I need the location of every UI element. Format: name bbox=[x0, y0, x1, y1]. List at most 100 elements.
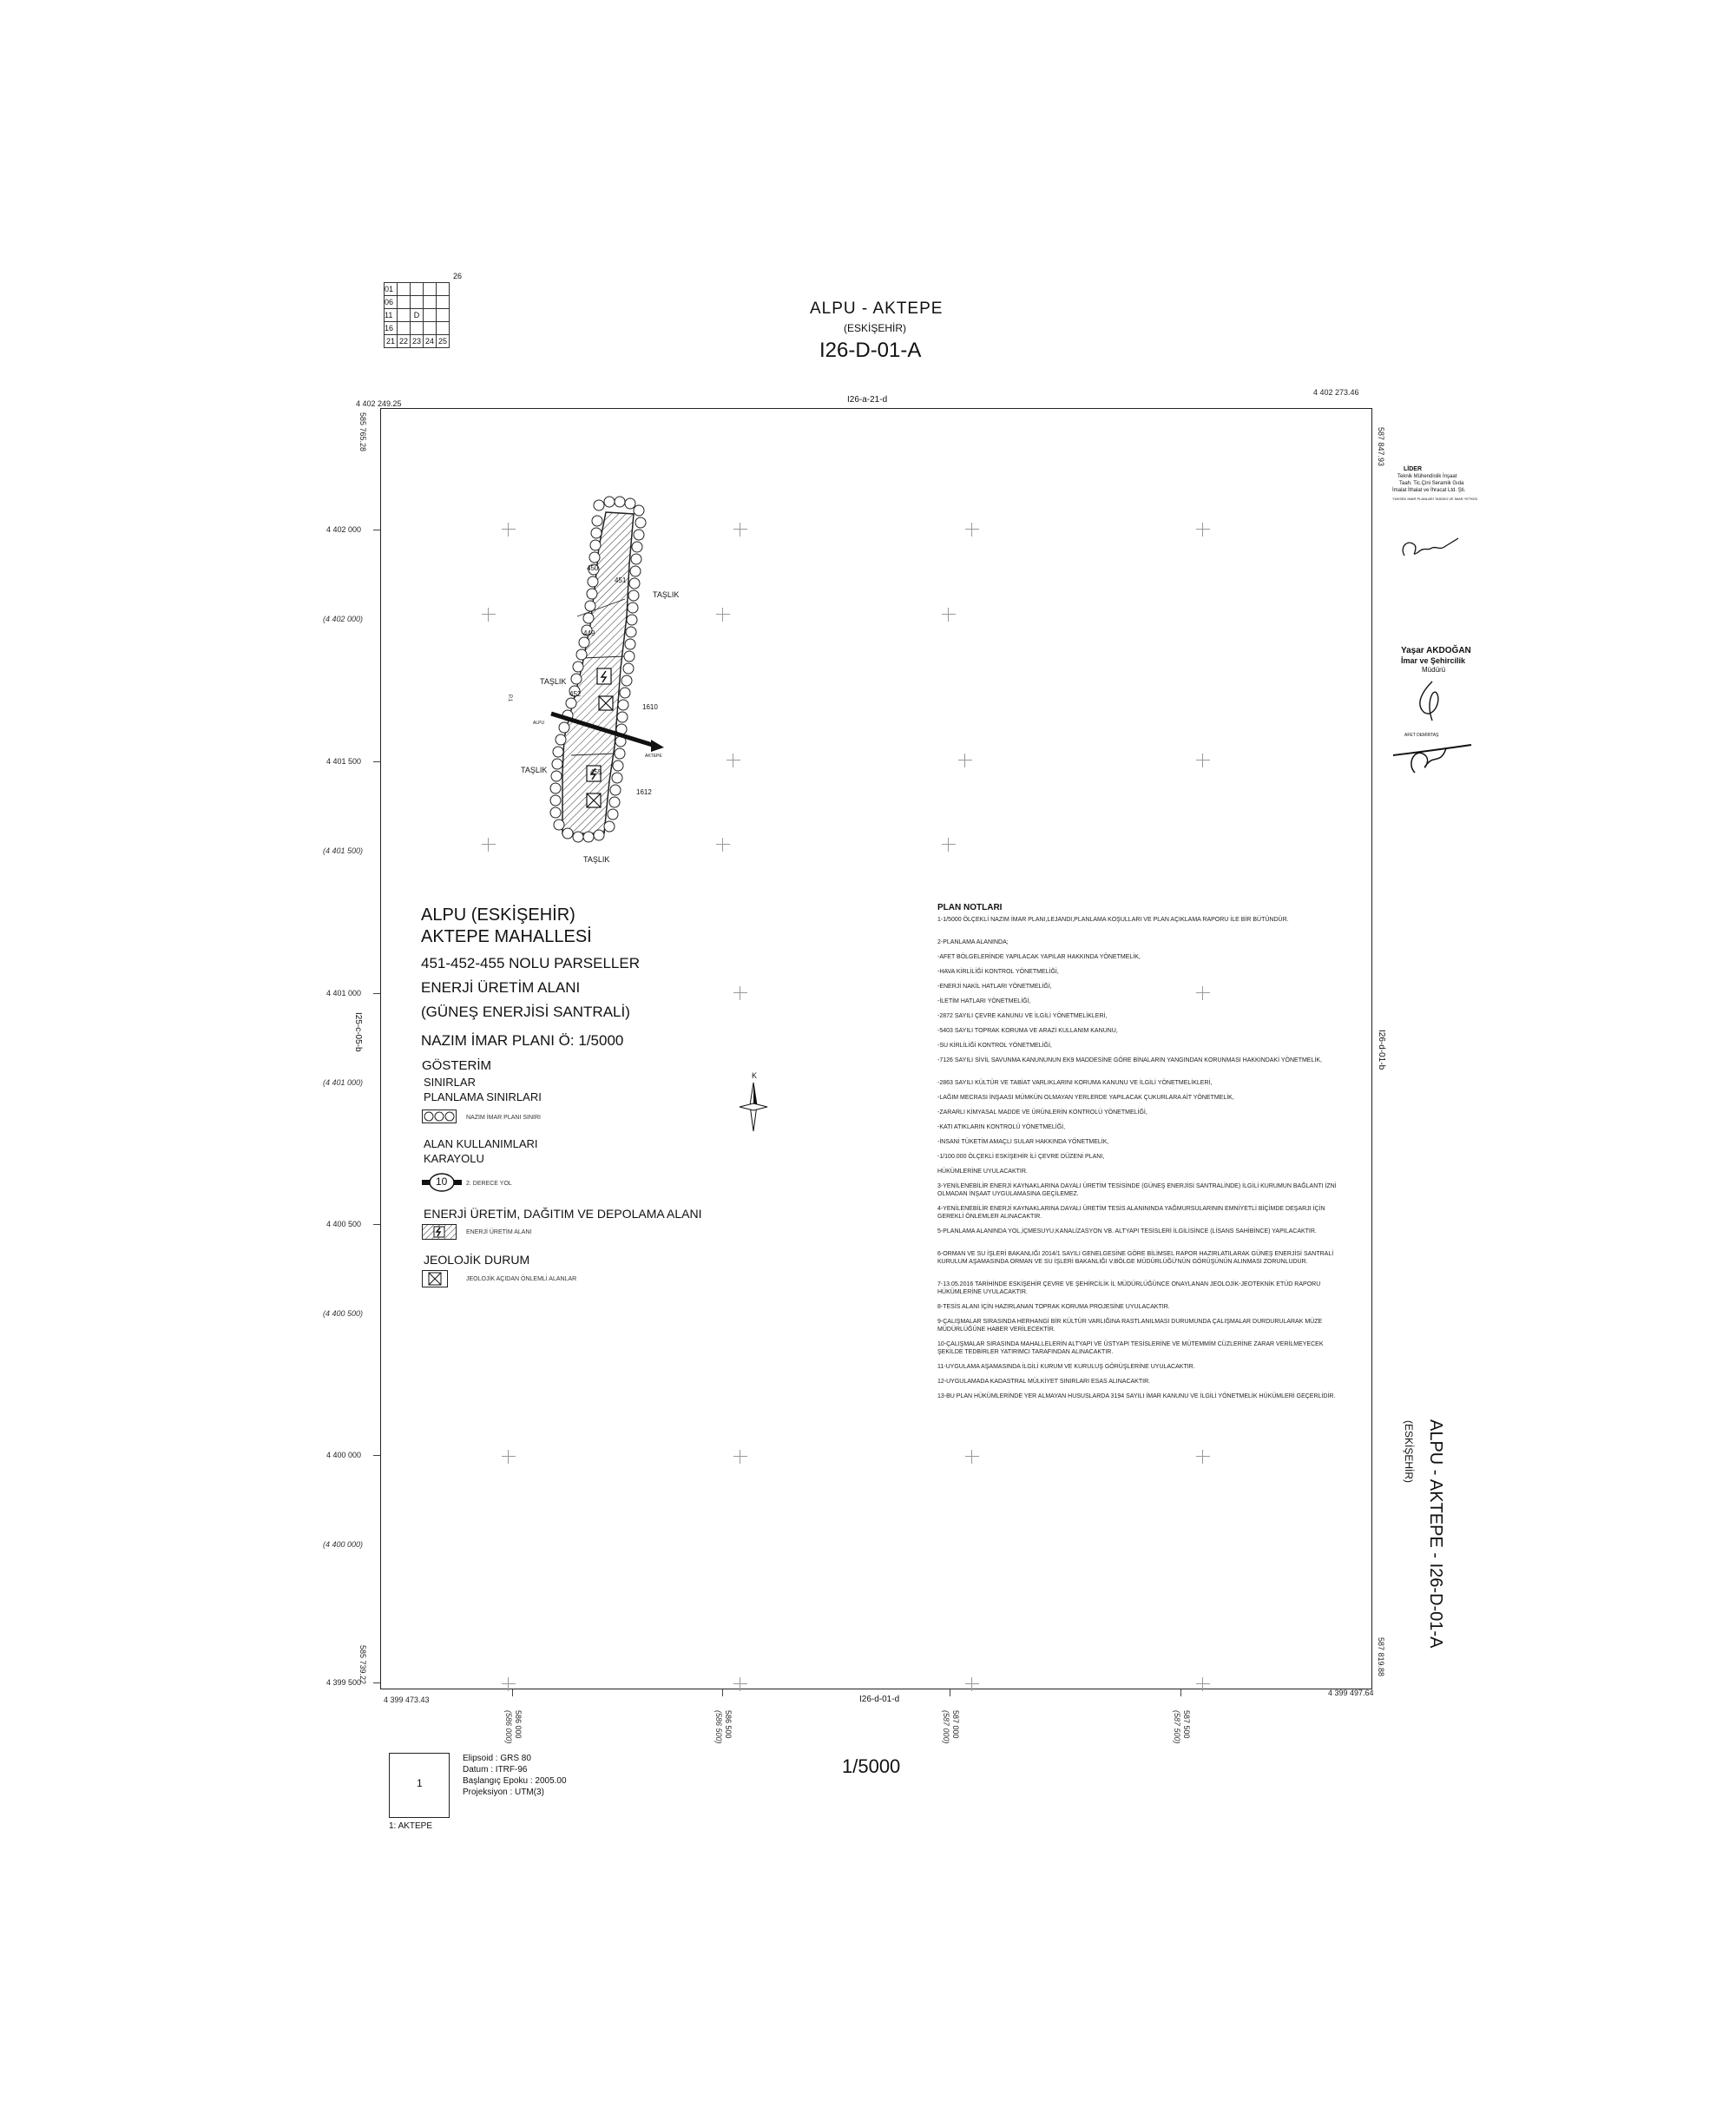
parcel-map bbox=[549, 496, 664, 843]
map-label-taslik-3: TAŞLIK bbox=[521, 766, 548, 774]
index-cell: 06 bbox=[384, 295, 398, 309]
grid-cross bbox=[733, 523, 747, 537]
signature-3 bbox=[1392, 744, 1472, 774]
energy-symbol bbox=[586, 668, 614, 808]
y-coordinate-alt-label: (4 401 500) bbox=[323, 846, 364, 855]
y-coordinate-alt-label: (4 400 500) bbox=[323, 1309, 364, 1318]
plan-note-item: 9-ÇALIŞMALAR SIRASINDA HERHANGİ BİR KÜLT… bbox=[937, 1319, 1323, 1333]
parcel-1610: 1610 bbox=[642, 703, 658, 711]
x-coordinate-label: 587 500 bbox=[1182, 1710, 1191, 1739]
vertical-province: (ESKİŞEHİR) bbox=[1403, 1420, 1415, 1484]
grid-cross bbox=[942, 608, 956, 622]
company-line5: YÜKSEK İMAR PLANLARI TASDİKİ VE İMAR YET… bbox=[1392, 497, 1478, 501]
index-cell bbox=[397, 308, 411, 322]
plan-note-item: -2863 SAYILI KÜLTÜR VE TABİAT VARLIKLARI… bbox=[937, 1080, 1213, 1086]
y-coordinate-label: 4 400 500 bbox=[326, 1220, 362, 1228]
legend-enerji-desc: ENERJİ ÜRETİM ALANI bbox=[466, 1229, 532, 1235]
y-coordinate-label: 4 402 000 bbox=[326, 525, 362, 534]
location-box-label: 1: AKTEPE bbox=[389, 1821, 433, 1831]
index-cell: 24 bbox=[423, 334, 437, 348]
plan-title-line1: ALPU (ESKİŞEHİR) bbox=[421, 905, 575, 925]
plan-title-line6: NAZIM İMAR PLANI Ö: 1/5000 bbox=[421, 1032, 624, 1049]
plan-note-item: 4-YENİLENEBİLİR ENERJİ KAYNAKLARINA DAYA… bbox=[937, 1206, 1325, 1220]
plan-note-item: -İNSANİ TÜKETİM AMAÇLI SULAR HAKKINDA YÖ… bbox=[937, 1139, 1109, 1145]
officer2-name: AFET DEMİRTAŞ bbox=[1404, 733, 1439, 738]
y-coordinate-alt-label: (4 402 000) bbox=[323, 615, 364, 623]
plan-note-item: 10-ÇALIŞMALAR SIRASINDA MAHALLELERİN ALT… bbox=[937, 1341, 1324, 1355]
company-line4: İmalat İthalat ve İhracat Ltd. Şti. bbox=[1392, 488, 1466, 493]
plan-title-line3: 451-452-455 NOLU PARSELLER bbox=[421, 955, 640, 971]
plan-title-line2: AKTEPE MAHALLESİ bbox=[421, 927, 592, 946]
grid-cross bbox=[1196, 523, 1210, 537]
officer-name: Yaşar AKDOĞAN bbox=[1401, 646, 1471, 655]
legend-title: GÖSTERİM bbox=[422, 1058, 492, 1073]
corner-bottom-left: 4 399 473.43 bbox=[384, 1695, 430, 1704]
grid-cross bbox=[1196, 1677, 1210, 1691]
legend-jeo-desc: JEOLOJİK AÇIDAN ÖNLEMLİ ALANLAR bbox=[466, 1276, 577, 1282]
signature-1 bbox=[1402, 537, 1459, 556]
map-frame bbox=[380, 408, 1372, 1689]
x-tick bbox=[722, 1689, 723, 1696]
y-tick bbox=[373, 993, 380, 994]
index-cell: 22 bbox=[397, 334, 411, 348]
plan-note-item: -AFET BÖLGELERİNDE YAPILACAK YAPILAR HAK… bbox=[937, 954, 1141, 960]
legend-enerji: ENERJİ ÜRETİM, DAĞITIM VE DEPOLAMA ALANI bbox=[424, 1207, 702, 1221]
scale-label: 1/5000 bbox=[842, 1755, 901, 1777]
index-cell bbox=[423, 321, 437, 335]
y-tick bbox=[373, 761, 380, 762]
legend-road-desc: 2. DERECE YOL bbox=[466, 1181, 512, 1187]
legend-energy-symbol bbox=[422, 1224, 457, 1240]
legend-alan: ALAN KULLANIMLARI bbox=[424, 1137, 538, 1150]
road-label-alpu: ALPU bbox=[533, 721, 545, 726]
plan-note-item: 7-13.05.2016 TARİHİNDE ESKİŞEHİR ÇEVRE V… bbox=[937, 1281, 1321, 1295]
index-cell bbox=[436, 295, 450, 309]
plan-note-item: 5-PLANLAMA ALANINDA YOL,İÇMESUYU,KANALİZ… bbox=[937, 1228, 1317, 1235]
x-coordinate-label: 586 500 bbox=[724, 1710, 733, 1739]
plan-notes-title: PLAN NOTLARI bbox=[937, 903, 1003, 912]
vertical-title: ALPU - AKTEPE - I26-D-01-A bbox=[1426, 1419, 1445, 1649]
grid-cross bbox=[716, 838, 730, 852]
x-coordinate-alt-label: (587 000) bbox=[942, 1710, 950, 1744]
x-coordinate-label: 587 000 bbox=[951, 1710, 960, 1739]
plan-note-item: 2-PLANLAMA ALANINDA; bbox=[937, 939, 1009, 945]
plan-note-item: 11-UYGULAMA AŞAMASINDA İLGİLİ KURUM VE K… bbox=[937, 1364, 1195, 1370]
plan-note-item: 12-UYGULAMADA KADASTRAL MÜLKİYET SINIRLA… bbox=[937, 1379, 1151, 1385]
north-arrow bbox=[739, 1082, 768, 1132]
grid-cross bbox=[482, 608, 496, 622]
plan-note-item: 1-1/5000 ÖLÇEKLİ NAZIM İMAR PLANI,LEJAND… bbox=[937, 917, 1289, 923]
index-cell bbox=[423, 308, 437, 322]
grid-cross bbox=[502, 1677, 516, 1691]
grid-cross bbox=[727, 754, 740, 767]
index-cell bbox=[397, 321, 411, 335]
x-coordinate-alt-label: (586 000) bbox=[504, 1710, 513, 1744]
officer-title2: Müdürü bbox=[1422, 666, 1446, 674]
corner-right-top-v: 587 847.93 bbox=[1377, 427, 1385, 467]
plan-note-item: -İLETİM HATLARI YÖNETMELİĞİ, bbox=[937, 998, 1031, 1004]
index-cell bbox=[410, 321, 424, 335]
index-cell: 23 bbox=[410, 334, 424, 348]
y-tick bbox=[373, 1455, 380, 1456]
sheet-number: I26-D-01-A bbox=[819, 339, 922, 362]
grid-cross bbox=[733, 1450, 747, 1464]
y-coordinate-alt-label: (4 400 000) bbox=[323, 1540, 364, 1549]
corner-left-top-v: 585 765.28 bbox=[358, 412, 367, 452]
map-label-taslik-2: TAŞLIK bbox=[540, 677, 567, 686]
legend-karayolu: KARAYOLU bbox=[424, 1152, 484, 1165]
epoch: Başlangıç Epoku : 2005.00 bbox=[463, 1776, 567, 1786]
index-cell bbox=[436, 282, 450, 296]
plan-note-item: -1/100.000 ÖLÇEKLİ ESKİŞEHİR İLİ ÇEVRE D… bbox=[937, 1154, 1105, 1160]
legend-planlama-desc: NAZIM İMAR PLANI SINIRI bbox=[466, 1115, 541, 1121]
neighbor-top: I26-a-21-d bbox=[847, 395, 888, 405]
grid-cross bbox=[716, 608, 730, 622]
index-cell bbox=[397, 295, 411, 309]
parcel-451: 451 bbox=[615, 576, 627, 584]
ellipsoid: Elipsoid : GRS 80 bbox=[463, 1754, 531, 1763]
y-tick bbox=[373, 1682, 380, 1683]
location-box bbox=[389, 1753, 450, 1818]
index-cell: 25 bbox=[436, 334, 450, 348]
grid-cross bbox=[965, 523, 979, 537]
parcel-455: 455 bbox=[590, 768, 602, 776]
index-cell bbox=[410, 295, 424, 309]
plan-note-item: -7126 SAYILI SİVİL SAVUNMA KANUNUNUN EK9… bbox=[937, 1057, 1322, 1063]
legend-road-symbol bbox=[422, 1173, 462, 1192]
